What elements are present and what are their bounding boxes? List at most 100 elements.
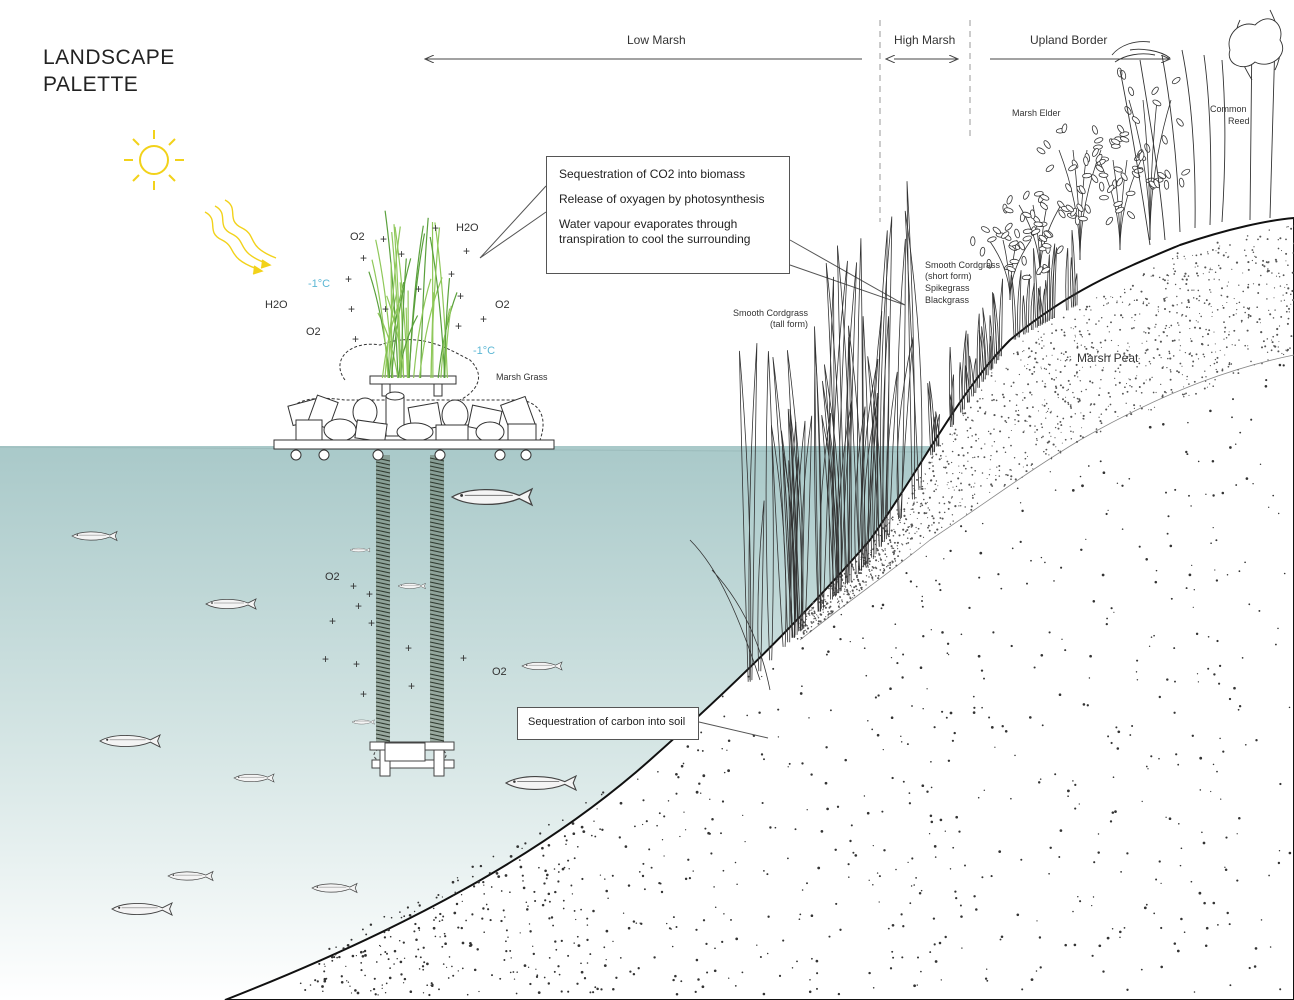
marsh-elder-label: Marsh Elder (1012, 108, 1061, 118)
peat-dot (813, 618, 815, 620)
sand-dot (868, 971, 871, 975)
sand-dot (1000, 935, 1004, 938)
peat-dot (1143, 331, 1145, 333)
peat-dot (893, 557, 896, 560)
peat-dot (1171, 304, 1174, 307)
sand-dot (543, 882, 546, 885)
sand-dot (1268, 874, 1270, 877)
peat-dot (1090, 403, 1093, 405)
peat-dot (1176, 257, 1179, 259)
sand-dot (1168, 817, 1172, 821)
peat-dot (996, 466, 998, 468)
sand-dot (526, 908, 529, 911)
peat-dot (991, 394, 994, 396)
peat-dot (1108, 355, 1111, 357)
callout-vapour-line-2: transpiration to cool the surrounding (559, 232, 751, 246)
peat-dot (1012, 381, 1015, 384)
shrub-leaf (1164, 169, 1171, 179)
sand-dot (1272, 494, 1275, 497)
sand-dot (1278, 363, 1282, 367)
peat-dot (1286, 283, 1288, 286)
peat-dot (1290, 303, 1292, 305)
sand-dot (938, 941, 942, 945)
sand-dot (787, 857, 789, 860)
sand-dot (573, 909, 576, 912)
sand-dot (1236, 833, 1238, 835)
peat-dot (980, 485, 982, 487)
peat-dot (1144, 332, 1147, 334)
grass-blade (430, 227, 441, 379)
peat-dot (915, 497, 917, 499)
sand-dot (387, 928, 390, 932)
peat-dot (892, 534, 895, 537)
peat-dot (898, 534, 901, 537)
o2-label: O2 (306, 326, 321, 338)
peat-dot (1017, 409, 1020, 412)
sand-dot (323, 963, 325, 965)
sand-dot (1174, 680, 1176, 683)
cordgrass-leaf (814, 347, 822, 612)
peat-dot (1128, 346, 1130, 348)
peat-dot (1205, 328, 1207, 331)
sand-dot (692, 870, 694, 872)
sand-dot (820, 830, 824, 833)
peat-dot (1252, 251, 1255, 254)
peat-dot (995, 474, 997, 477)
peat-dot (802, 631, 805, 634)
peat-dot (1055, 446, 1057, 448)
sand-dot (471, 865, 474, 869)
sand-dot (513, 978, 516, 980)
peat-dot (1003, 405, 1006, 408)
sand-dot (934, 856, 937, 858)
peat-dot (1191, 365, 1194, 367)
peat-dot (1089, 404, 1092, 406)
low-marsh-label: Low Marsh (627, 33, 686, 47)
peat-dot (852, 566, 854, 569)
sand-dot (624, 845, 628, 848)
sand-dot (929, 814, 933, 818)
peat-dot (889, 564, 892, 566)
peat-dot (1136, 366, 1138, 368)
peat-dot (856, 576, 858, 579)
shrub-leaf (1018, 241, 1025, 251)
shrub-leaf (970, 236, 976, 247)
peat-dot (828, 612, 831, 615)
sand-dot (839, 928, 842, 931)
sun-icon (124, 130, 184, 190)
peat-dot (1014, 478, 1017, 481)
short-grass-blade (1071, 229, 1076, 307)
peat-dot (1074, 334, 1076, 336)
peat-dot (1174, 270, 1177, 273)
peat-dot (1088, 305, 1091, 308)
peat-dot (1157, 306, 1160, 308)
peat-dot (1221, 287, 1223, 290)
peat-dot (1032, 468, 1034, 470)
peat-dot (1120, 314, 1123, 317)
peat-dot (1083, 315, 1085, 317)
peat-dot (1165, 324, 1168, 327)
peat-dot (863, 581, 865, 583)
peat-dot (1112, 296, 1114, 299)
peat-dot (1171, 339, 1174, 342)
peat-dot (1136, 375, 1138, 377)
sand-dot (955, 815, 959, 819)
sand-dot (979, 551, 983, 555)
plus-marker: + (455, 319, 462, 333)
sand-dot (400, 916, 403, 919)
sand-dot (471, 875, 474, 878)
sand-dot (1082, 703, 1086, 706)
peat-dot (1077, 400, 1080, 403)
peat-dot (861, 588, 863, 591)
peat-dot (952, 520, 954, 522)
peat-dot (1218, 264, 1220, 267)
sand-dot (1049, 471, 1051, 473)
peat-dot (895, 564, 898, 567)
peat-dot (891, 516, 894, 519)
sand-dot (1191, 734, 1194, 737)
peat-dot (921, 487, 924, 490)
peat-dot (892, 547, 895, 550)
sand-dot (1121, 484, 1124, 487)
peat-dot (1126, 390, 1129, 393)
peat-dot (1181, 302, 1183, 304)
shrub-leaf (1021, 274, 1032, 281)
